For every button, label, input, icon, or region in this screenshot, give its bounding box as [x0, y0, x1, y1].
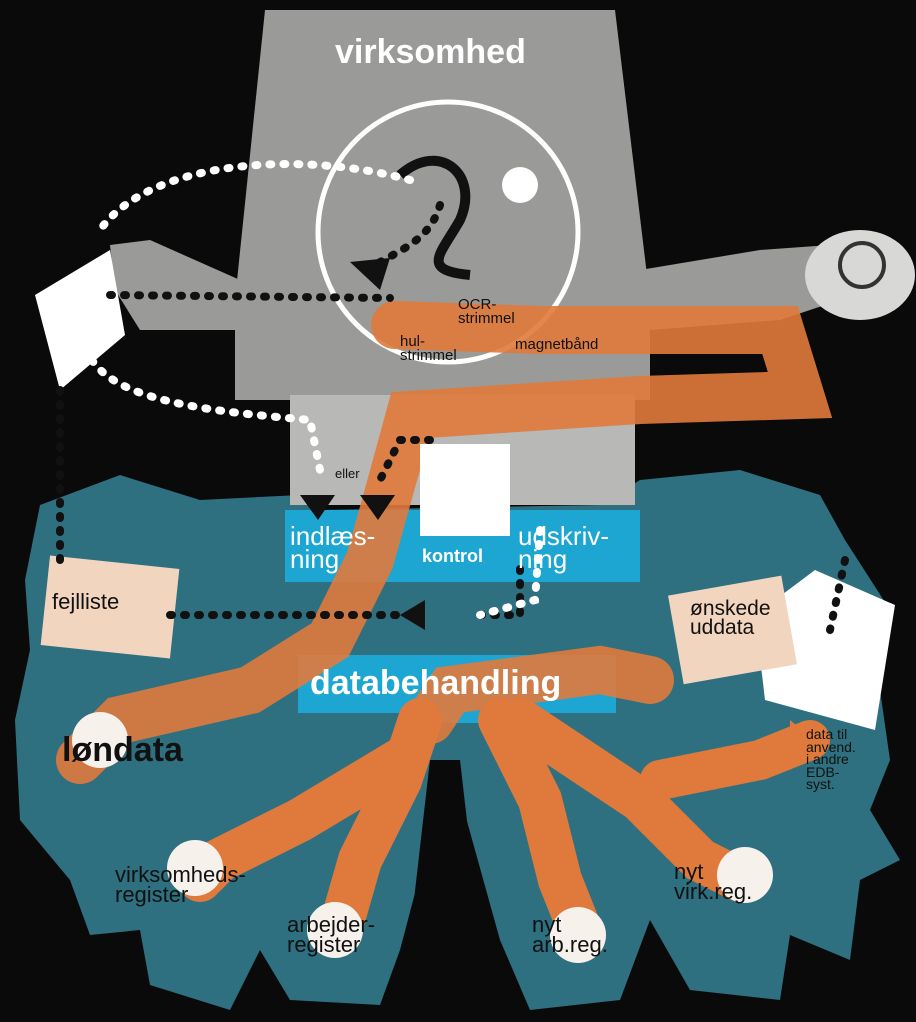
left-arm	[110, 240, 240, 330]
reel-virk-icon	[167, 840, 223, 896]
dotted-flow-white	[79, 160, 414, 474]
arrow-left-icon	[400, 600, 425, 630]
virk-reg-label: virksomheds- register	[115, 862, 246, 907]
error-list-stack	[40, 555, 180, 659]
dotted-flow-black	[56, 201, 849, 634]
onskede-label: ønskede uddata	[690, 597, 771, 639]
reel-nyt-arb-icon	[550, 907, 606, 963]
nyt-virk-label: nyt virk.reg.	[674, 859, 753, 904]
output-stack	[668, 575, 797, 685]
reel-nyt-virk-icon	[717, 847, 773, 903]
arrow-down-icon	[300, 495, 335, 520]
fejlliste-label: fejlliste	[52, 589, 120, 614]
hul-label: hul- strimmel	[400, 333, 457, 364]
udskrivning-label: udskriv- ning	[518, 521, 610, 575]
telephone-dial-icon	[838, 241, 886, 289]
arrow-head-top-icon	[350, 258, 390, 290]
reel-arb-icon	[307, 902, 363, 958]
face	[315, 99, 581, 365]
question-mark	[396, 155, 471, 280]
rc-logo	[420, 444, 510, 536]
orange-tentacle-nyt-arb	[478, 698, 602, 952]
telephone-icon	[805, 230, 915, 320]
input-card	[35, 250, 125, 390]
indlaesning-label: indlæs- ning	[290, 521, 376, 575]
dotted-flow-white-right	[476, 526, 544, 619]
reel-londata-icon	[72, 712, 128, 768]
londata-label: løndata	[62, 731, 183, 769]
data-til-label: data til anvend. i andre EDB- syst.	[806, 726, 856, 793]
output-card	[755, 570, 895, 730]
orange-tentacle-output	[406, 645, 674, 744]
arrow-down-icon-2	[360, 495, 395, 520]
databehandling-label: databehandling	[310, 664, 562, 702]
ocr-label: OCR- strimmel	[458, 296, 515, 327]
eller-label: eller	[335, 466, 360, 481]
nyt-arb-label: nyt arb.reg.	[532, 912, 608, 957]
arrow-out-icon	[790, 720, 820, 770]
arb-reg-label: arbejder- register	[287, 912, 376, 957]
kontrol-label: kontrol	[422, 546, 483, 566]
title: virksomhed	[335, 33, 526, 71]
tentacle-gap	[400, 760, 490, 1022]
magnet-label: magnetbånd	[515, 336, 599, 353]
eye-icon	[502, 167, 538, 203]
